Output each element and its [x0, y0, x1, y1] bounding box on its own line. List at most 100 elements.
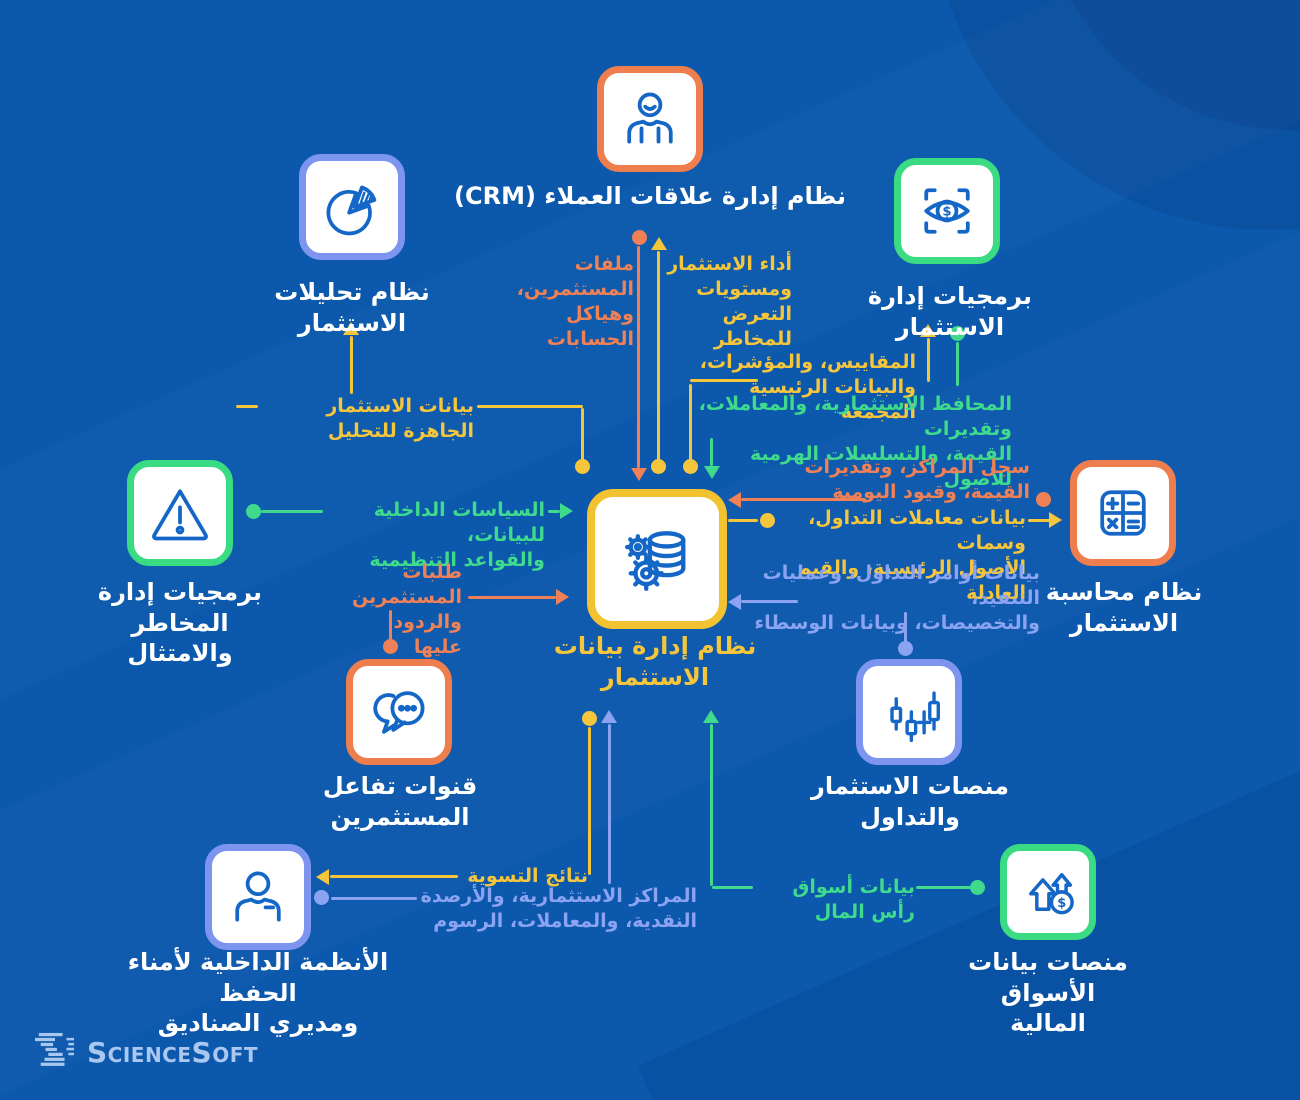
- node-crm-box: [597, 66, 703, 172]
- node-invest-mgmt-box: $: [894, 158, 1000, 264]
- warning-icon: [152, 489, 208, 541]
- flow-line: [728, 519, 758, 522]
- arrowhead-left-icon: [728, 492, 741, 508]
- flow-label: بيانات أوامر التداول، وعمليات التنفيذ، و…: [754, 562, 1040, 634]
- flow-line: [331, 897, 417, 900]
- flow-line: [548, 510, 560, 513]
- node-center-label: نظام إدارة بيانات الاستثمار: [553, 632, 757, 691]
- flow-line: [710, 438, 713, 466]
- arrowhead-up-icon: [920, 324, 936, 337]
- arrowhead-up-icon: [343, 322, 359, 335]
- node-crm-label: نظام إدارة علاقات العملاء (CRM): [454, 182, 846, 210]
- flow-origin-dot: [683, 459, 698, 474]
- flow-line: [468, 596, 556, 599]
- flow-line: [261, 510, 323, 513]
- flow-label: بيانات أسواق رأس المال: [792, 876, 915, 923]
- flow-origin-dot: [314, 890, 329, 905]
- node-accounting-box: [1070, 460, 1176, 566]
- arrowhead-right-icon: [1049, 512, 1062, 528]
- sciencesoft-wordmark: ScienceSoft: [87, 1035, 258, 1069]
- flow-origin-dot: [582, 711, 597, 726]
- flow-line: [637, 246, 640, 468]
- node-risk-label: برمجيات إدارة المخاطر والامتثال: [97, 578, 263, 668]
- flow-label: نتائج التسوية: [467, 865, 588, 887]
- flow-label: بيانات الاستثمار الجاهزة للتحليل: [326, 395, 474, 442]
- node-channels-box: [346, 659, 452, 765]
- arrowhead-right-icon: [556, 589, 569, 605]
- flow-label: السياسات الداخلية للبيانات، والقواعد الت…: [369, 499, 545, 571]
- gears-database-icon: [624, 531, 686, 592]
- node-risk-box: [127, 460, 233, 566]
- flow-line: [956, 342, 959, 386]
- flow-line: [689, 384, 692, 463]
- flow-origin-dot: [651, 459, 666, 474]
- flow-label: ملفات المستثمرين، وهياكل الحسابات: [516, 253, 634, 350]
- node-custodians-box: [205, 844, 311, 950]
- arrowhead-left-icon: [316, 869, 329, 885]
- flow-label: سجل المراكز، وتقديرات القيمة، وقيود اليو…: [804, 456, 1030, 503]
- node-center-box: [587, 489, 727, 629]
- flow-origin-dot: [970, 880, 985, 895]
- flow-label: المراكز الاستثمارية، والأرصدة النقدية، و…: [420, 885, 697, 932]
- arrowhead-left-icon: [728, 594, 741, 610]
- flow-line: [741, 600, 798, 603]
- flow-line: [741, 498, 866, 501]
- flow-origin-dot: [383, 639, 398, 654]
- svg-text:$: $: [1057, 896, 1066, 911]
- flow-line: [1028, 519, 1050, 522]
- node-accounting-label: نظام محاسبة الاستثمار: [1045, 578, 1203, 637]
- arrowhead-right-icon: [560, 503, 573, 519]
- node-invest-mgmt-label: برمجيات إدارة الاستثمار: [867, 282, 1033, 341]
- flow-label: أداء الاستثمار ومستويات التعرض للمخاطر: [667, 253, 792, 350]
- flow-line: [389, 610, 392, 640]
- flow-origin-dot: [246, 504, 261, 519]
- sciencesoft-mark-icon: [35, 1032, 75, 1066]
- flow-label: بيانات معاملات التداول، وسمات الأصول الر…: [797, 507, 1026, 604]
- flow-label: المحافظ الاستثمارية، والمعاملات، وتقديرا…: [698, 393, 1012, 490]
- node-trading-label: منصات الاستثمار والتداول: [811, 772, 1009, 831]
- sciencesoft-logo: ScienceSoft: [35, 1032, 258, 1072]
- flow-origin-dot: [950, 326, 965, 341]
- flow-line: [916, 886, 972, 889]
- chat-icon: [373, 691, 425, 734]
- pie-chart-icon: [326, 185, 377, 236]
- flow-line: [330, 875, 458, 878]
- flow-label: طلبات المستثمرين والردود عليها: [351, 561, 462, 658]
- node-market-data-box: $: [1000, 844, 1096, 940]
- user-badge-icon: [235, 871, 281, 922]
- candlestick-icon: [890, 691, 940, 743]
- flow-line: [350, 336, 353, 394]
- node-custodians-label: الأنظمة الداخلية لأمناء الحفظ ومديري الص…: [127, 948, 389, 1038]
- node-market-data-label: منصات بيانات الأسواق المالية: [968, 948, 1128, 1038]
- node-analytics-box: [299, 154, 405, 260]
- flow-line: [927, 338, 930, 382]
- flow-line: [904, 612, 907, 642]
- flow-line: [690, 379, 758, 382]
- arrowhead-down-icon: [631, 468, 647, 481]
- arrowhead-up-icon: [601, 710, 617, 723]
- flow-label: المقاييس، والمؤشرات، والبيانات الرئيسية …: [699, 351, 916, 423]
- arrowhead-up-icon: [703, 710, 719, 723]
- node-analytics-label: نظام تحليلات الاستثمار: [274, 278, 430, 337]
- arrowhead-down-icon: [704, 466, 720, 479]
- node-channels-label: قنوات تفاعل المستثمرين: [322, 772, 478, 831]
- flow-origin-dot: [632, 230, 647, 245]
- flow-origin-dot: [898, 641, 913, 656]
- flow-line: [608, 724, 611, 884]
- svg-text:$: $: [942, 205, 951, 220]
- flow-line: [588, 727, 591, 875]
- flow-line: [477, 405, 583, 408]
- flow-line: [581, 408, 584, 462]
- arrowhead-up-icon: [651, 237, 667, 250]
- flow-line: [236, 405, 258, 408]
- flow-line: [710, 724, 713, 886]
- flow-origin-dot: [575, 459, 590, 474]
- eye-dollar-icon: $: [924, 188, 970, 234]
- flow-line: [712, 886, 753, 889]
- flow-origin-dot: [1036, 492, 1051, 507]
- flow-line: [657, 251, 660, 463]
- growth-dollar-icon: $: [1029, 873, 1074, 915]
- node-trading-box: [856, 659, 962, 765]
- flow-origin-dot: [760, 513, 775, 528]
